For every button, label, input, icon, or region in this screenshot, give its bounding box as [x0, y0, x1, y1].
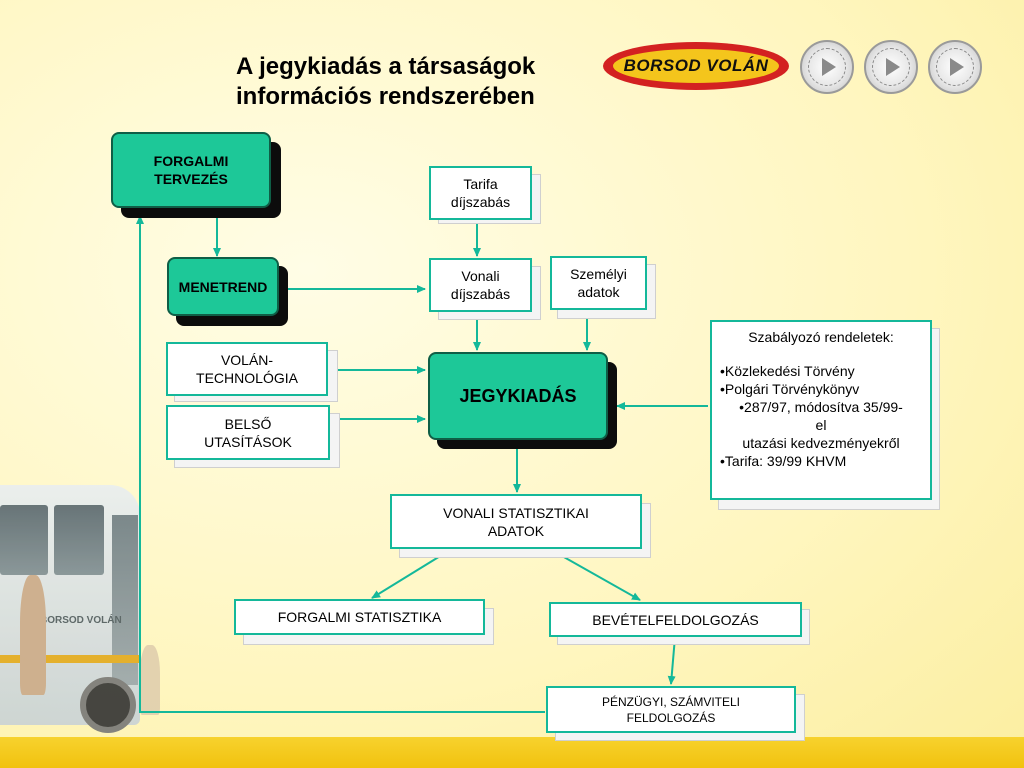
bus-logo-icon: BORSOD VOLÁN	[40, 615, 122, 626]
node-bevetelfeldolgozas: BEVÉTELFELDOLGOZÁS	[549, 602, 802, 637]
certification-seal-icon	[928, 40, 982, 94]
node-szabalyozo-rendeletek: Szabályozó rendeletek: •Közlekedési Törv…	[710, 320, 932, 500]
arrow-statisztikai-to-forgalmi-stat	[371, 549, 451, 599]
rules-item: •Tarifa: 39/99 KHVM	[720, 453, 847, 469]
node-forgalmi-tervezes: FORGALMI TERVEZÉS	[111, 132, 271, 208]
arrow-statisztikai-to-bevetel	[554, 551, 641, 601]
node-szemelyi-adatok: Személyi adatok	[550, 256, 647, 310]
node-jegykiadas: JEGYKIADÁS	[428, 352, 608, 440]
node-volan-technologia: VOLÁN- TECHNOLÓGIA	[166, 342, 328, 396]
rules-heading: Szabályozó rendeletek:	[748, 329, 894, 345]
certification-seal-icon	[864, 40, 918, 94]
page-title: A jegykiadás a társaságok információs re…	[236, 53, 536, 110]
brand-logo: BORSOD VOLÁN	[603, 42, 789, 90]
bus-photo: BORSOD VOLÁN	[0, 455, 160, 740]
rules-item: utazási kedvezményekről	[742, 435, 900, 451]
certification-seal-icon	[800, 40, 854, 94]
node-forgalmi-statisztika: FORGALMI STATISZTIKA	[234, 599, 485, 635]
bottom-band	[0, 737, 1024, 768]
arrow-penzugyi-to-forgalmi-feedback	[136, 215, 545, 713]
node-vonali-dijszabas: Vonali díjszabás	[429, 258, 532, 312]
node-penzugyi-szamviteli: PÉNZÜGYI, SZÁMVITELI FELDOLGOZÁS	[546, 686, 796, 733]
node-menetrend: MENETREND	[167, 257, 279, 316]
rules-item: •Közlekedési Törvény	[720, 363, 855, 379]
rules-item: •Polgári Törvénykönyv	[720, 381, 860, 397]
node-vonali-statisztikai-adatok: VONALI STATISZTIKAI ADATOK	[390, 494, 642, 549]
rules-item: •287/97, módosítva 35/99- el	[739, 399, 903, 433]
node-tarifa-dijszabas: Tarifa díjszabás	[429, 166, 532, 220]
brand-logo-text: BORSOD VOLÁN	[613, 49, 779, 83]
node-belso-utasitasok: BELSŐ UTASÍTÁSOK	[166, 405, 330, 460]
